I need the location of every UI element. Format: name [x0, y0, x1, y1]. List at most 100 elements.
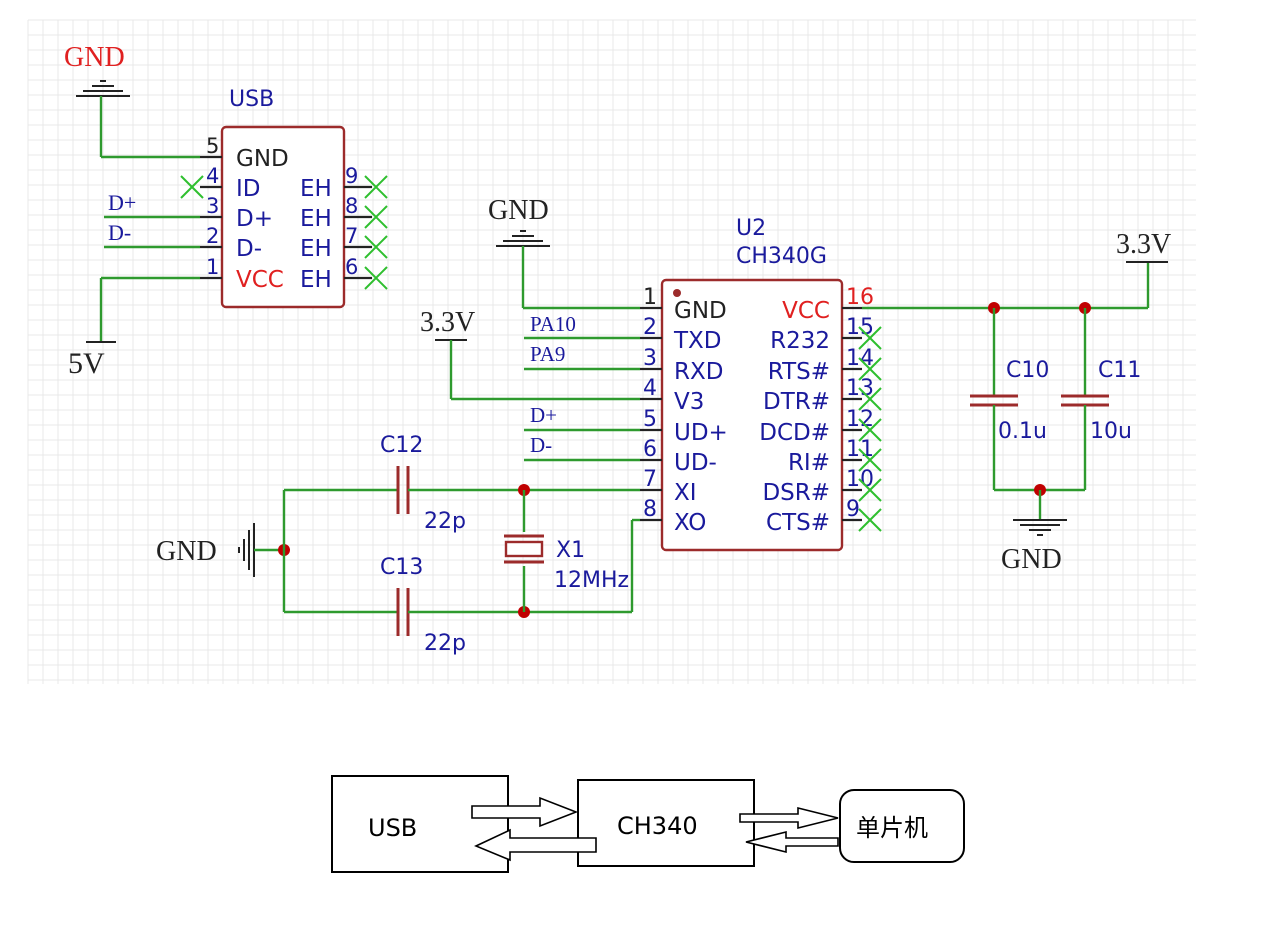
net-pa10: PA10	[530, 312, 576, 336]
u2-pin-name: V3	[674, 389, 704, 415]
5v-label: 5V	[68, 347, 105, 380]
net-dminus: D-	[530, 433, 552, 457]
no-connect-mark	[858, 448, 882, 472]
usb-pin-number: 9	[345, 164, 358, 188]
c11-value: 10u	[1090, 419, 1132, 444]
no-connect-mark	[858, 326, 882, 350]
net-dplus: D+	[530, 403, 557, 427]
block-usb-label: USB	[368, 814, 417, 842]
c10-value: 0.1u	[998, 419, 1047, 444]
x1-name: X1	[556, 538, 585, 563]
usb-net-dplus: D+	[108, 190, 136, 215]
no-connect-mark	[858, 357, 882, 381]
grid-background	[27, 19, 1196, 684]
arrow-ch340-to-usb	[474, 828, 597, 862]
u2-pin-name: GND	[674, 298, 727, 324]
c12-name: C12	[380, 433, 423, 458]
u2-pin-name: XO	[674, 510, 706, 536]
usb-pin-number: 1	[206, 255, 219, 279]
usb-pin-name: EH	[300, 236, 332, 262]
no-connect-mark	[364, 235, 388, 259]
x1-crystal-body	[504, 540, 544, 558]
arrow-mcu-to-ch340	[745, 830, 839, 854]
c13-name: C13	[380, 555, 423, 580]
usb-pin-number: 4	[206, 164, 219, 188]
no-connect-mark	[364, 266, 388, 290]
c11-name: C11	[1098, 358, 1141, 383]
usb-pin-name: GND	[236, 146, 289, 172]
arrow-ch340-to-mcu	[739, 806, 839, 830]
usb-pin-name: EH	[300, 267, 332, 293]
block-ch340	[577, 779, 755, 867]
u2-pin-number: 1	[643, 285, 657, 310]
u2-pin-number: 4	[643, 376, 657, 401]
u2-body	[660, 278, 844, 552]
c10-name: C10	[1006, 358, 1049, 383]
block-ch340-label: CH340	[617, 812, 698, 840]
u2-pin-name: DCD#	[759, 420, 830, 446]
usb-pin-number: 5	[206, 134, 219, 158]
u2-pin-name: TXD	[673, 328, 722, 354]
u2-pin-name: UD-	[674, 450, 717, 476]
u2-pin-number: 3	[643, 346, 657, 371]
u2-pin-number: 2	[643, 315, 657, 340]
u2-pin-name: R232	[770, 328, 830, 354]
no-connect-mark	[858, 508, 882, 532]
u2-pin-name: VCC	[782, 298, 830, 324]
usb-pin-number: 3	[206, 194, 219, 218]
usb-pin-number: 2	[206, 224, 219, 248]
u2-ch340g: GND U2 CH340G 1GND2TXD3RXD4V35UD+6UD-7XI…	[420, 195, 882, 552]
no-connect-mark	[858, 387, 882, 411]
u2-pin-name: DSR#	[762, 480, 830, 506]
vcc-decoupling: 3.3V C10 0.1u C11 10u GND	[862, 229, 1171, 575]
oscillator-circuit: GND C12 22p C13 22p X1 12MHz	[156, 433, 640, 656]
block-mcu-label: 单片机	[856, 814, 928, 842]
no-connect-mark	[364, 205, 388, 229]
u2-pin-number: 5	[643, 407, 657, 432]
right-3v3-label: 3.3V	[1116, 229, 1171, 260]
u2-pin-number: 7	[643, 467, 657, 492]
x1-value: 12MHz	[554, 568, 629, 593]
u2-pin-name: RXD	[674, 359, 723, 385]
u2-pin-name: UD+	[674, 420, 728, 446]
u2-pin-number: 16	[846, 285, 874, 310]
u2-pin-name: RTS#	[768, 359, 830, 385]
usb-pin-number: 7	[345, 224, 358, 248]
usb-gnd-label: GND	[64, 42, 125, 73]
usb-name: USB	[229, 87, 274, 112]
c12-value: 22p	[424, 509, 466, 534]
no-connect-mark	[858, 478, 882, 502]
u2-pin-name: RI#	[788, 450, 830, 476]
u2-pin-name: CTS#	[766, 510, 830, 536]
u2-designator: U2	[736, 216, 766, 241]
u2-part: CH340G	[736, 244, 827, 269]
net-pa9: PA9	[530, 342, 565, 366]
arrow-usb-to-ch340	[471, 796, 579, 828]
usb-pin-name: ID	[236, 176, 261, 202]
u2-pin-name: XI	[674, 480, 697, 506]
u2-pin-number: 6	[643, 437, 657, 462]
usb-net-dminus: D-	[108, 220, 131, 245]
block-mcu	[839, 789, 965, 863]
usb-pin-name: EH	[300, 176, 332, 202]
no-connect-mark	[858, 418, 882, 442]
c13-value: 22p	[424, 631, 466, 656]
block-usb	[331, 775, 509, 873]
usb-pin-name: VCC	[236, 267, 284, 293]
u2-pin1-dot	[673, 289, 681, 297]
usb-pin-name: EH	[300, 206, 332, 232]
usb-pin-number: 8	[345, 194, 358, 218]
right-gnd-label: GND	[1001, 544, 1062, 575]
no-connect-mark	[180, 175, 204, 199]
usb-pin-name: D-	[236, 236, 262, 262]
usb-pin-number: 6	[345, 255, 358, 279]
osc-gnd-label: GND	[156, 536, 217, 567]
no-connect-mark	[364, 175, 388, 199]
v3-power-label: 3.3V	[420, 307, 475, 338]
block-diagram: USB CH340 单片机	[331, 775, 965, 873]
u2-pin-number: 8	[643, 497, 657, 522]
u2-pin-number: 9	[846, 497, 860, 522]
u2-gnd-label: GND	[488, 195, 549, 226]
